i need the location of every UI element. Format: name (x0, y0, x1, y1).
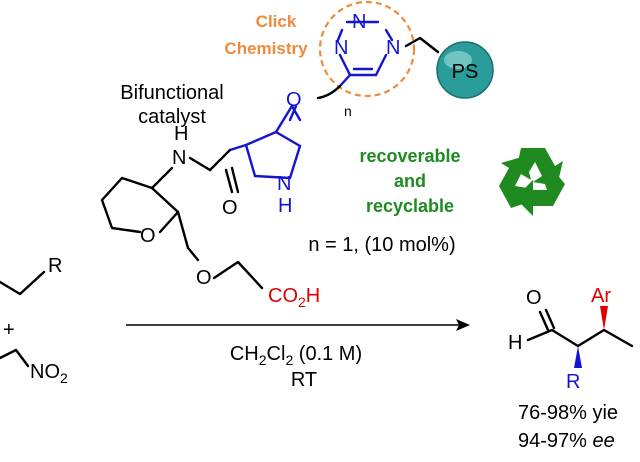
carbonyl-o: O (222, 197, 238, 219)
click-label-line1: Click (256, 12, 297, 31)
acid-co: CO (268, 285, 298, 307)
condition-temperature: RT (291, 369, 317, 391)
result-yield: 76-98% yie (518, 402, 618, 424)
ether-o-chain: O (196, 267, 212, 289)
amide-n: N (172, 147, 186, 169)
plus-sign: + (3, 319, 15, 341)
oxane-ring (100, 176, 180, 234)
acid-group: CO2H (268, 285, 320, 310)
product-h: H (508, 332, 522, 354)
ps-label: PS (452, 61, 479, 83)
triazole-n-right: N (386, 37, 400, 59)
oxane-o: O (140, 225, 156, 247)
ether-o-top: O (286, 89, 302, 111)
catalyst-loading: n = 1, (10 mol%) (308, 234, 455, 256)
triazole-n-left: N (334, 37, 348, 59)
nitroalkene-group: NO2 (30, 361, 68, 386)
linker-n-subscript: n (344, 103, 352, 119)
acid-h: H (306, 285, 320, 307)
catalyst-label-line2: catalyst (138, 106, 206, 128)
recycle-label-line1: recoverable (359, 146, 460, 166)
amide-h: H (174, 123, 188, 145)
nitro-sub: 2 (60, 370, 68, 386)
pyrrolidine-ring (244, 104, 302, 180)
product-r: R (566, 371, 580, 393)
recycle-icon (499, 148, 565, 216)
catalyst-label-line1: Bifunctional (120, 82, 223, 104)
pyrrolidine-n: N (277, 173, 291, 195)
product-o: O (526, 287, 542, 309)
click-label-line2: Chemistry (224, 39, 308, 58)
nitro-no: NO (30, 361, 60, 383)
recycle-label-line2: and (394, 171, 426, 191)
pyrrolidine-h: H (278, 195, 292, 217)
result-ee-italic: ee (593, 430, 615, 452)
triazole-ring (336, 20, 394, 77)
sm-aldehyde-r: R (48, 255, 62, 277)
result-ee-range: 94-97% (518, 430, 593, 452)
product-ar: Ar (591, 285, 611, 307)
triazole-highlight-circle (318, 0, 416, 98)
result-ee: 94-97% ee (518, 430, 615, 452)
triazole-n-top: N (352, 11, 366, 33)
condition-solvent: CH2Cl2 (0.1 M) (230, 343, 362, 368)
acid-sub: 2 (298, 294, 306, 310)
recycle-label-line3: recyclable (366, 196, 454, 216)
